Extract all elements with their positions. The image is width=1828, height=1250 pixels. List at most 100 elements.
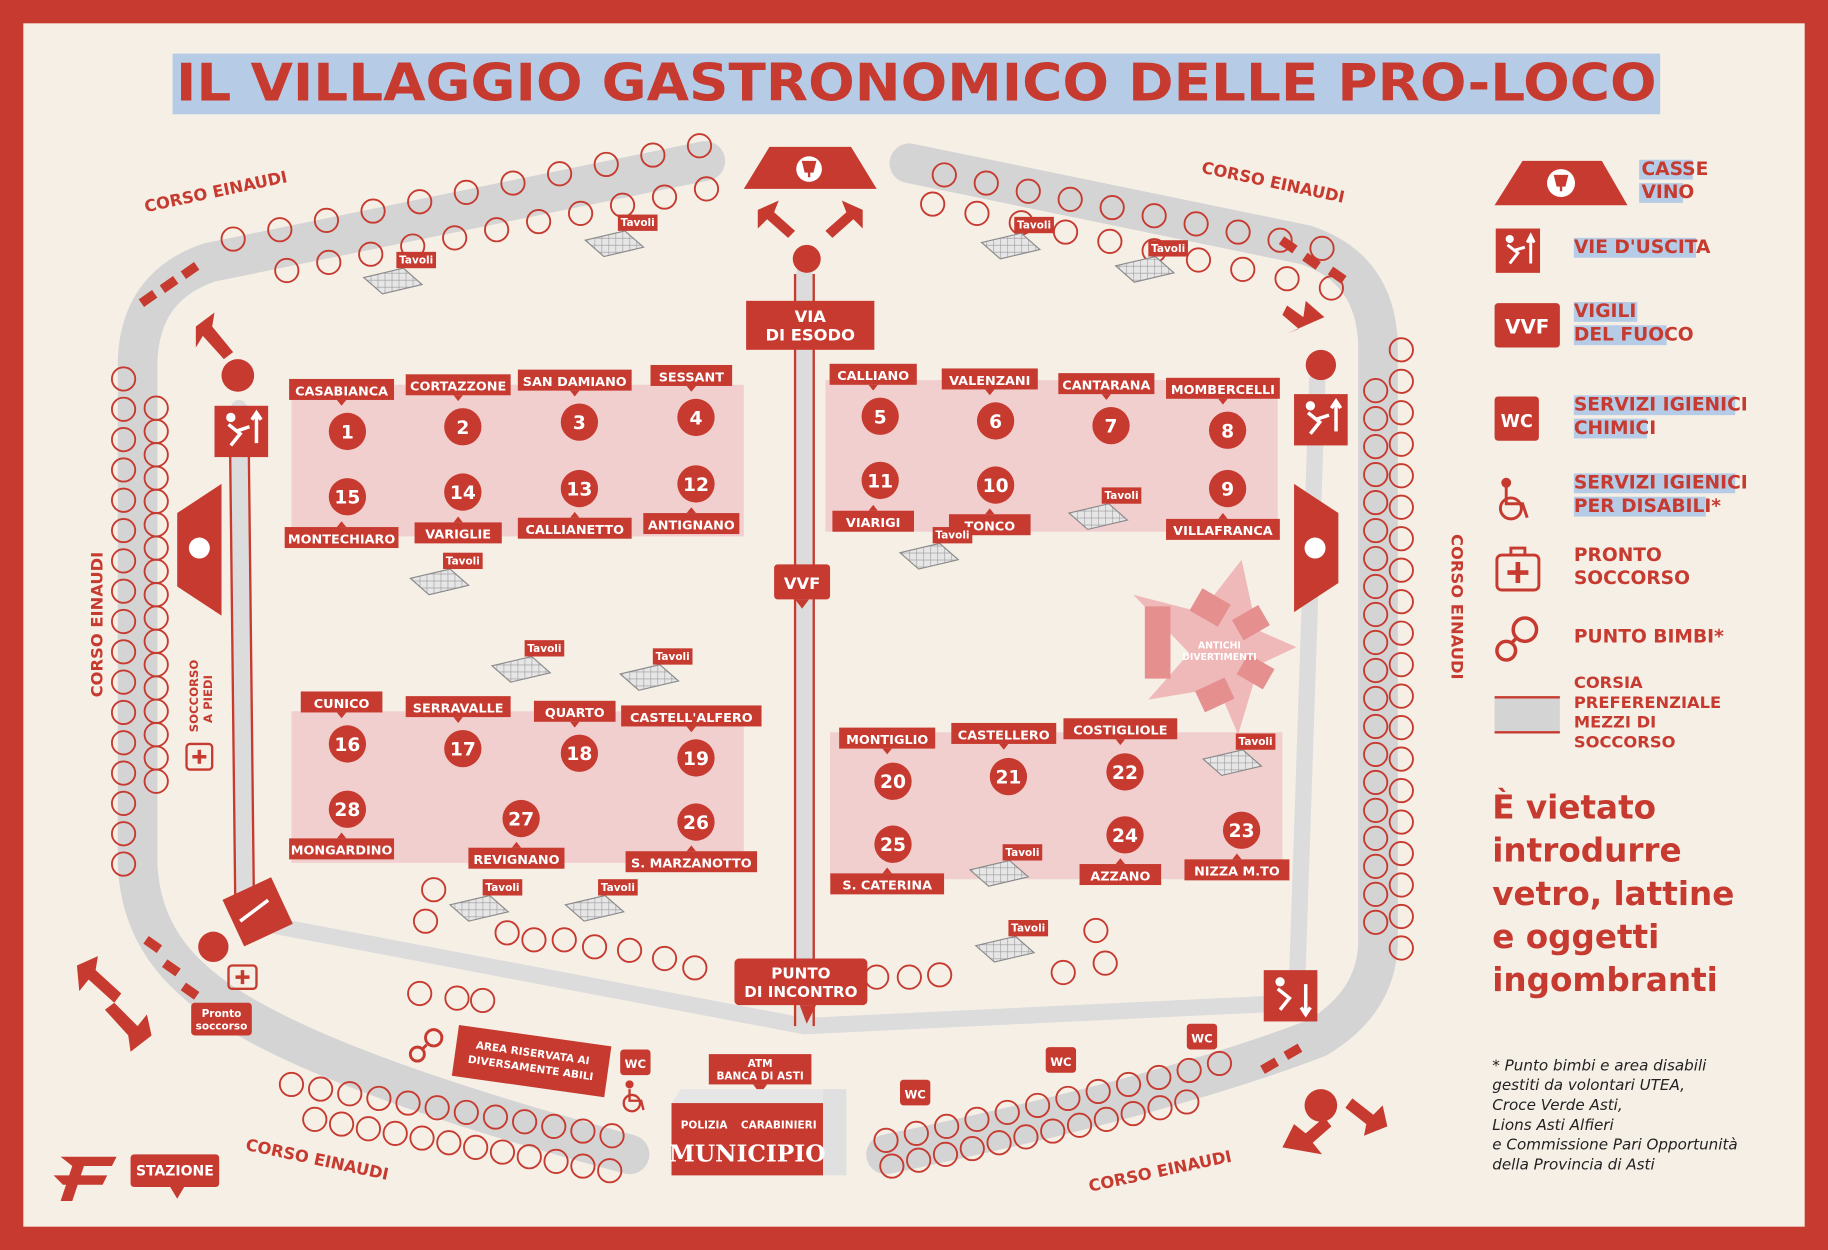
tree-circle bbox=[1363, 406, 1389, 432]
tree-circle bbox=[1083, 917, 1109, 944]
tree-circle bbox=[541, 1113, 567, 1139]
tree-circle bbox=[686, 133, 713, 159]
tree-circle bbox=[424, 1095, 450, 1121]
via-esodo-line1: VIA bbox=[795, 307, 827, 326]
tree-circle bbox=[494, 920, 520, 946]
stand-number-badge bbox=[874, 762, 912, 800]
vvf-sign[interactable]: VVF bbox=[774, 564, 831, 609]
tree-circle bbox=[651, 184, 678, 210]
tree-circle bbox=[1363, 769, 1389, 796]
legend-fire-brigade-icon: VVF bbox=[1494, 303, 1560, 348]
tables-area: Tavoli bbox=[564, 879, 638, 922]
stand-label-pointer bbox=[1232, 853, 1242, 860]
emergency-exit-icon bbox=[214, 405, 269, 458]
wc-sign-2[interactable]: WC bbox=[900, 1079, 931, 1106]
rides bbox=[1144, 588, 1275, 713]
tree-circle bbox=[110, 790, 137, 816]
soccorso-a-piedi-line1: SOCCORSO bbox=[187, 660, 201, 733]
tree-circle bbox=[500, 170, 526, 196]
wc-sign-1[interactable]: WC bbox=[620, 1049, 651, 1076]
tables-label: Tavoli bbox=[1017, 220, 1051, 232]
tables-label: Tavoli bbox=[1005, 847, 1039, 859]
wine-cash-left[interactable] bbox=[177, 483, 222, 616]
stand-name: SAN DAMIANO bbox=[523, 375, 627, 390]
tables-grid bbox=[409, 568, 470, 596]
tree-circle bbox=[1388, 494, 1414, 520]
legend-highlight bbox=[1573, 496, 1706, 517]
wc-sign-3[interactable]: WC bbox=[1045, 1047, 1077, 1073]
tree-circle bbox=[1388, 368, 1414, 394]
tables-tag bbox=[932, 527, 973, 544]
tree-circle bbox=[934, 1113, 960, 1139]
tree-circle bbox=[1024, 1092, 1051, 1119]
tree-circle bbox=[143, 768, 169, 794]
tree-circle bbox=[516, 1144, 542, 1170]
meeting-point-line1: PUNTO bbox=[771, 964, 830, 982]
tree-circle bbox=[110, 517, 137, 544]
tree-circle bbox=[986, 1130, 1012, 1156]
stand-number-badge bbox=[444, 729, 482, 768]
meeting-point-sign[interactable]: PUNTO DI INCONTRO bbox=[734, 958, 868, 1024]
tables-label: Tavoli bbox=[1104, 490, 1138, 502]
tables-area: Tavoli bbox=[980, 216, 1054, 260]
warning-line-5: ingombranti bbox=[1492, 961, 1718, 999]
warning-line-3: vetro, lattine bbox=[1492, 875, 1734, 913]
tree-circle bbox=[906, 1147, 932, 1173]
tree-circle bbox=[489, 1139, 516, 1165]
stand-name: CALLIANETTO bbox=[526, 523, 625, 538]
stand-name: SERRAVALLE bbox=[413, 701, 504, 716]
tables-grid bbox=[898, 542, 960, 570]
tree-circle bbox=[551, 927, 577, 953]
legend-first-aid-icon bbox=[1495, 546, 1541, 592]
tables-tag bbox=[617, 214, 658, 231]
wine-cash-top[interactable] bbox=[743, 146, 877, 189]
legend-label: CHIMICI bbox=[1574, 418, 1656, 439]
tree-circle bbox=[964, 1106, 990, 1132]
tree-circle bbox=[1363, 573, 1389, 600]
wc-sign-4[interactable]: WC bbox=[1186, 1023, 1218, 1050]
station-sign[interactable]: STAZIONE bbox=[130, 1154, 220, 1199]
legend-highlight bbox=[1573, 325, 1667, 346]
tables-tag bbox=[1008, 920, 1049, 937]
tree-circle bbox=[1363, 825, 1389, 851]
atm-sign[interactable]: ATM BANCA DI ASTI bbox=[708, 1054, 812, 1094]
municipio-label: MUNICIPIO bbox=[669, 1140, 825, 1167]
tree-circle bbox=[110, 548, 137, 574]
tree-circle bbox=[1141, 203, 1167, 229]
footnote: * Punto bimbi e area disabili gestiti da… bbox=[1492, 1056, 1737, 1173]
wine-cash-right[interactable] bbox=[1294, 483, 1339, 613]
tables-grid bbox=[362, 267, 424, 295]
tree-circle bbox=[1388, 872, 1414, 898]
stand-name: SESSANT bbox=[659, 370, 724, 385]
pronto-soccorso-sign[interactable]: Pronto soccorso bbox=[191, 1002, 252, 1036]
